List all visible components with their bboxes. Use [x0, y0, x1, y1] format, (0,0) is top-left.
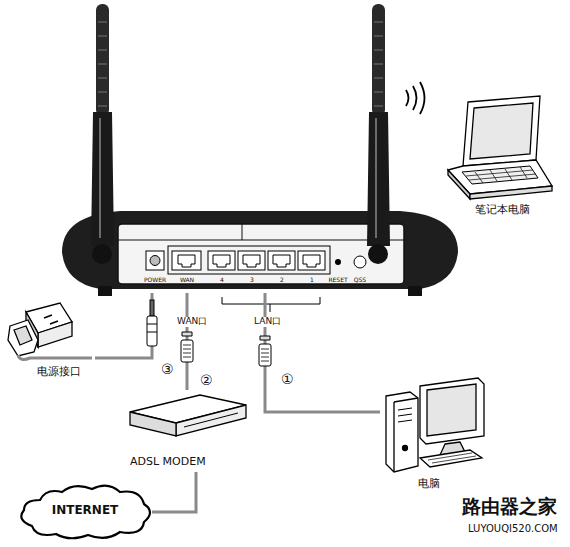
callout-number: ②	[199, 373, 214, 388]
router-feet	[408, 286, 422, 296]
watermark: LUYOUQI520.COM	[468, 523, 558, 534]
port-name: LAN口	[253, 317, 282, 327]
modem: ADSL MODEM	[126, 390, 250, 472]
power-jack	[150, 256, 160, 266]
internet-cloud: INTERNET	[18, 488, 152, 536]
cloud-label: INTERNET	[52, 504, 119, 517]
port-label: RESET	[328, 277, 347, 284]
power-adapter	[8, 303, 92, 359]
antenna	[91, 4, 114, 264]
power-jack	[146, 251, 164, 270]
router-panel-line	[118, 224, 404, 240]
port-label: POWER	[144, 277, 166, 284]
power-plug	[147, 300, 157, 346]
qss-button	[354, 256, 366, 268]
device-label: 电源接口	[37, 366, 81, 378]
router-body	[62, 211, 458, 289]
device-label: 笔记本电脑	[475, 204, 530, 216]
watermark: 路由器之家	[462, 496, 557, 517]
computer: 电脑	[380, 372, 490, 496]
cable	[152, 472, 196, 512]
laptop-icon	[448, 96, 552, 199]
modem-icon	[130, 395, 246, 436]
device-label: ADSL MODEM	[130, 456, 206, 468]
router-panel	[118, 224, 404, 284]
port-label: 2	[280, 277, 284, 284]
port-label: 3	[250, 277, 254, 284]
port-label: 4	[220, 277, 224, 284]
computer-icon	[386, 378, 484, 472]
router: POWER WAN 4 3 2 1 RESET QSS	[60, 205, 465, 293]
port-label: 1	[310, 277, 314, 284]
lan-bracket	[222, 297, 320, 312]
port-label: WAN	[180, 277, 194, 284]
cable	[95, 293, 152, 358]
rj45-plug	[259, 336, 271, 366]
antenna	[367, 4, 390, 264]
router-feet	[98, 286, 112, 296]
port-label: QSS	[354, 277, 366, 284]
rj45-plug	[181, 332, 193, 362]
port-name: WAN口	[176, 317, 208, 327]
internet-cloud	[21, 486, 150, 539]
port-group	[168, 246, 330, 274]
cable	[265, 293, 380, 412]
wireless-waves	[406, 82, 425, 114]
power-adapter: 电源接口	[5, 298, 95, 386]
callout-number: ③	[160, 362, 175, 377]
device-label: 电脑	[418, 478, 440, 490]
callout-number: ①	[280, 372, 295, 387]
laptop: 笔记本电脑	[435, 88, 555, 222]
ethernet-ports	[172, 251, 325, 270]
reset-button	[335, 259, 341, 265]
